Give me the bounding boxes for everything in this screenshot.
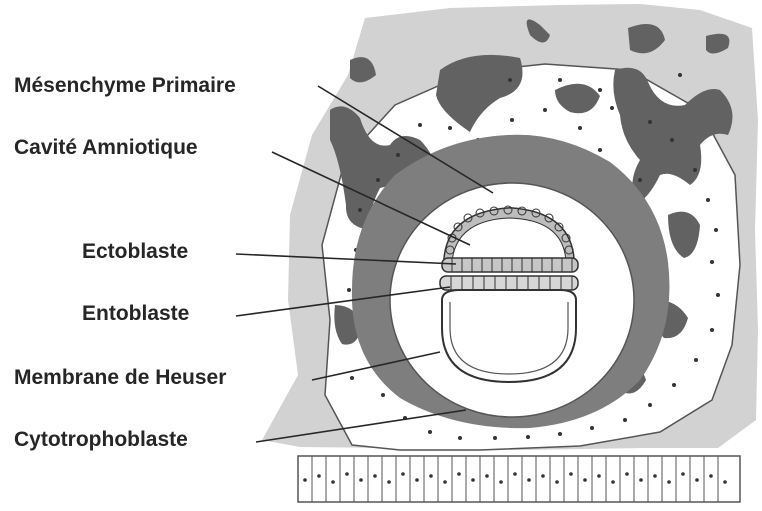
label-amniotic-cavity: Cavité Amniotique bbox=[14, 136, 198, 160]
entoblast-layer bbox=[440, 276, 578, 290]
label-cytotrophoblast: Cytotrophoblaste bbox=[14, 428, 188, 452]
uterine-epithelium bbox=[298, 456, 740, 502]
label-ectoblast: Ectoblaste bbox=[82, 240, 188, 264]
label-entoblast: Entoblaste bbox=[82, 302, 189, 326]
label-mesenchyme: Mésenchyme Primaire bbox=[14, 74, 236, 98]
label-heuser-membrane: Membrane de Heuser bbox=[14, 366, 226, 390]
heuser-membrane bbox=[442, 290, 576, 382]
